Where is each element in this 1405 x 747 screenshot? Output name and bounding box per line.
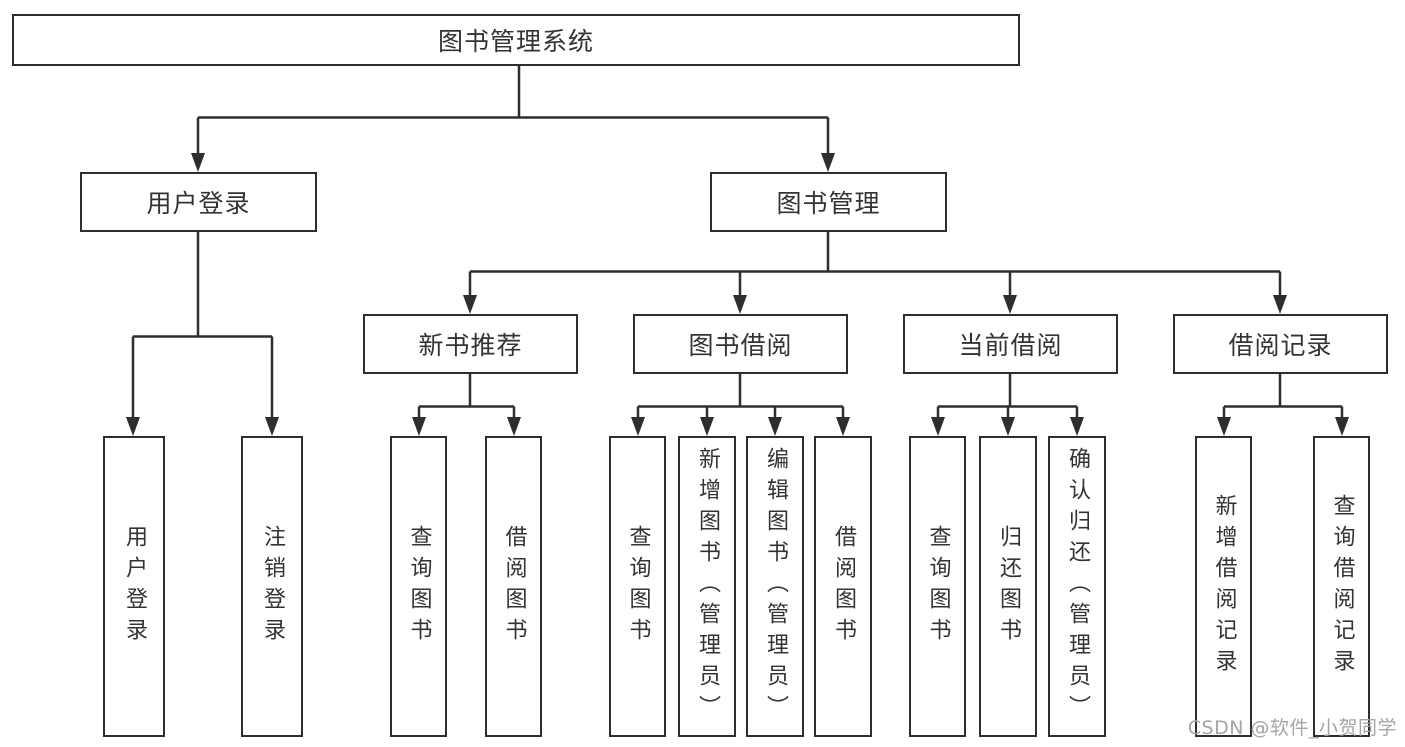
- node-current-borrow: 当前借阅: [903, 314, 1118, 374]
- leaf-br-query-record: 查询借阅记录: [1313, 436, 1370, 737]
- node-root: 图书管理系统: [12, 14, 1020, 66]
- leaf-cb-return-books: 归还图书: [979, 436, 1037, 737]
- leaf-bb-edit-books-admin: 编辑图书（管理员）: [746, 436, 804, 737]
- leaf-bb-borrow-books: 借阅图书: [814, 436, 872, 737]
- leaf-user-login: 用户登录: [103, 436, 165, 737]
- leaf-bb-add-books-admin: 新增图书（管理员）: [678, 436, 736, 737]
- leaf-nb-borrow-books: 借阅图书: [485, 436, 542, 737]
- node-user-login: 用户登录: [80, 172, 317, 232]
- leaf-br-add-record: 新增借阅记录: [1195, 436, 1252, 737]
- node-book-management: 图书管理: [710, 172, 947, 232]
- leaf-bb-query-books: 查询图书: [609, 436, 666, 737]
- node-book-borrow: 图书借阅: [633, 314, 848, 374]
- node-new-book-recommend: 新书推荐: [363, 314, 578, 374]
- leaf-cb-confirm-return-admin: 确认归还（管理员）: [1048, 436, 1106, 737]
- watermark: CSDN @软件_小贺同学: [1187, 717, 1397, 739]
- leaf-nb-query-books: 查询图书: [390, 436, 447, 737]
- node-borrow-records: 借阅记录: [1173, 314, 1388, 374]
- leaf-logout: 注销登录: [241, 436, 303, 737]
- leaf-cb-query-books: 查询图书: [909, 436, 966, 737]
